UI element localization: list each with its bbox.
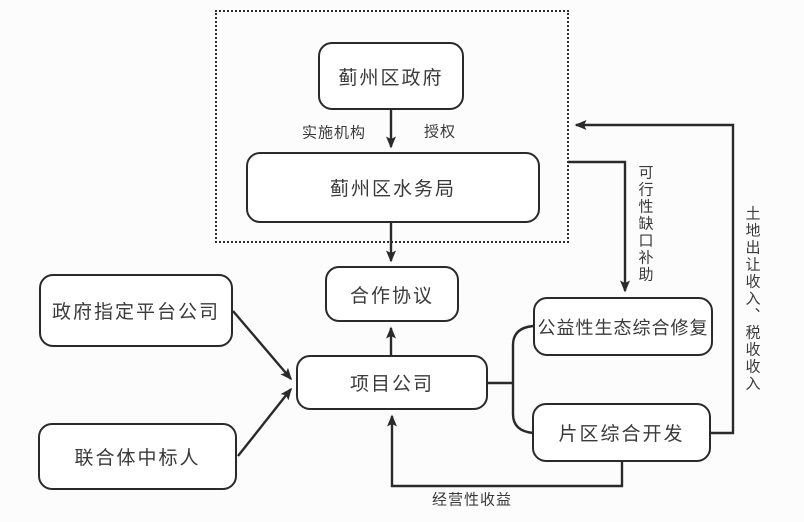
edge-operating-income xyxy=(387,414,624,488)
node-cooperation-agreement: 合作协议 xyxy=(325,266,459,322)
edge-platform-to-project xyxy=(232,310,292,381)
node-district-government: 蓟州区政府 xyxy=(318,42,464,110)
node-ecological-restoration: 公益性生态综合修复 xyxy=(533,297,713,356)
edge-viability-gap-subsidy xyxy=(568,160,630,293)
edge-consortium-to-project xyxy=(237,387,292,457)
node-project-company: 项目公司 xyxy=(296,355,488,410)
edge-project-brace xyxy=(488,324,534,435)
label-operating-income: 经营性收益 xyxy=(431,491,513,509)
label-authorization: 授权 xyxy=(423,123,457,141)
label-implementing-agency: 实施机构 xyxy=(301,124,367,142)
node-platform-company: 政府指定平台公司 xyxy=(39,274,233,347)
node-water-affairs-bureau: 蓟州区水务局 xyxy=(246,152,540,223)
node-area-development: 片区综合开发 xyxy=(532,403,711,462)
edge-land-tax-revenue xyxy=(574,120,735,435)
label-viability-gap-subsidy: 可行性缺口补助 xyxy=(636,164,654,284)
label-land-tax-revenue: 土地出让收入、税收收入 xyxy=(743,205,761,393)
node-consortium-bidder: 联合体中标人 xyxy=(38,423,237,490)
government-group-outline xyxy=(215,10,569,243)
